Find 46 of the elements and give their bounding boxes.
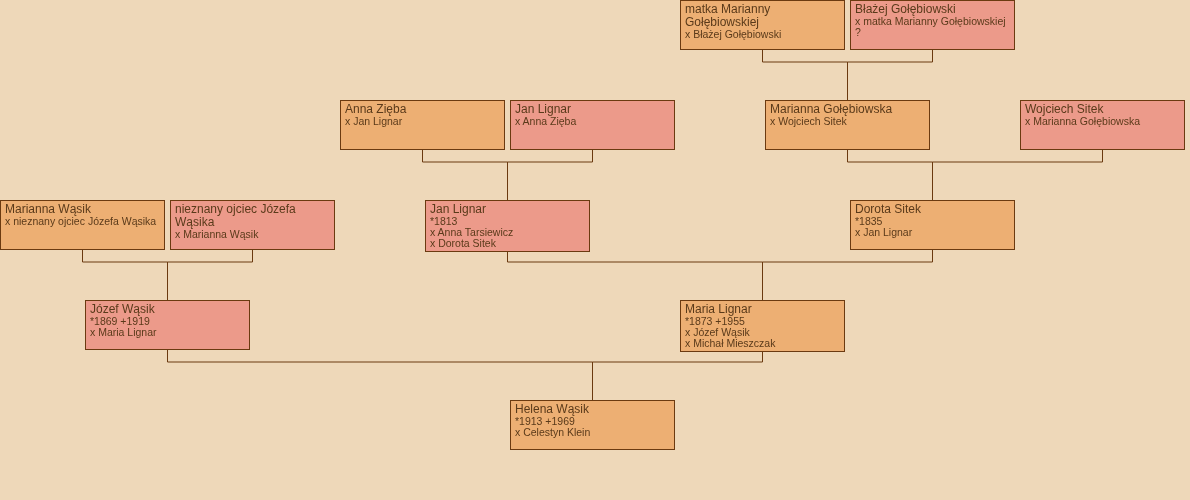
person-detail: x Celestyn Klein [515,427,592,438]
person-box [340,100,505,150]
person-detail: x matka Marianny Gołębiowskiej ? [855,16,1007,38]
person-name: nieznany ojciec Józefa Wąsika [175,203,297,229]
person-box [1020,100,1185,150]
person-detail: *1913 +1969 [515,416,575,427]
person-detail: x Marianna Gołębiowska [1025,116,1141,127]
person-detail: x Błażej Gołębiowski [685,29,783,40]
person-name: Jan Lignar [430,203,488,216]
person-box [680,300,845,352]
person-name: Jan Lignar [515,103,573,116]
person-box [170,200,335,250]
person-box [425,200,590,252]
person-name: Maria Lignar [685,303,753,316]
person-box [510,100,675,150]
person-name: matka Marianny Gołębiowskiej [685,3,772,29]
person-box [510,400,675,450]
person-detail: *1873 +1955 [685,316,745,327]
person-detail: x Michał Mieszczak [685,338,777,349]
person-box [765,100,930,150]
person-box [850,0,1015,50]
person-name: Anna Zięba [345,103,408,116]
person-detail: x Wojciech Sitek [770,116,847,127]
person-detail: x Dorota Sitek [430,238,497,249]
person-detail: x Marianna Wąsik [175,229,260,240]
person-detail: *1813 [430,216,458,227]
person-box [680,0,845,50]
person-detail: x Jan Lignar [855,227,914,238]
person-detail: x Maria Lignar [90,327,158,338]
person-name: Wojciech Sitek [1025,103,1105,116]
person-detail: x Józef Wąsik [685,327,750,338]
person-name: Helena Wąsik [515,403,591,416]
person-name: Błażej Gołębiowski [855,3,957,16]
person-box [85,300,250,350]
person-detail: *1869 +1919 [90,316,150,327]
person-detail: x nieznany ojciec Józefa Wąsika [5,216,158,227]
person-name: Józef Wąsik [90,303,156,316]
person-detail: *1835 [855,216,884,227]
person-detail: x Jan Lignar [345,116,403,127]
person-name: Marianna Wąsik [5,203,93,216]
person-box [850,200,1015,250]
person-box [0,200,165,250]
person-name: Marianna Gołębiowska [770,103,894,116]
person-detail: x Anna Zięba [515,116,578,127]
person-detail: x Anna Tarsiewicz [430,227,515,238]
person-name: Dorota Sitek [855,203,923,216]
